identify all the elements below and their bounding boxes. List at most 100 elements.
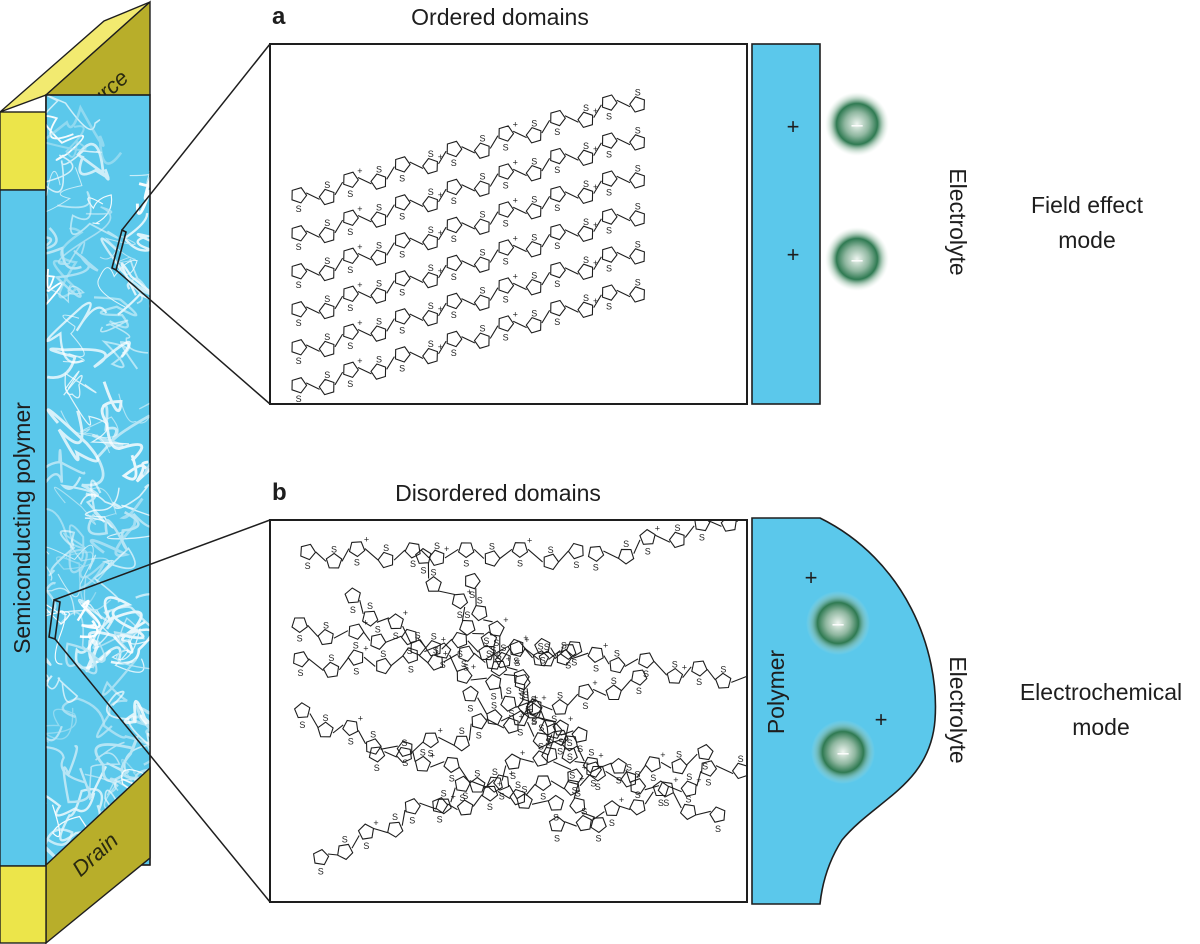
thiophene-ring: [443, 756, 460, 774]
thiophene-ring: [577, 111, 594, 129]
sulfur-atom-label: S: [324, 180, 330, 190]
inter-ring-bond: [341, 548, 350, 562]
inter-ring-bond: [564, 305, 579, 313]
thiophene-ring: [458, 645, 475, 662]
inter-ring-bond: [695, 810, 711, 816]
inter-ring-bond: [357, 367, 372, 375]
sulfur-atom-label: S: [726, 507, 732, 517]
thiophene-ring: [394, 194, 411, 211]
thiophene-ring: [325, 552, 343, 569]
inter-ring-bond: [581, 811, 595, 818]
inter-ring-bond: [541, 158, 551, 172]
thiophene-ring: [465, 572, 481, 590]
polymer-fiber: [76, 599, 101, 639]
inter-ring-bond: [616, 213, 631, 222]
thiophene-ring: [370, 211, 387, 228]
inter-ring-bond: [386, 280, 395, 294]
thiophene-ring: [671, 757, 688, 775]
sulfur-atom-label: S: [503, 218, 509, 228]
sulfur-atom-label: S: [540, 791, 546, 801]
thiophene-ring: [516, 792, 533, 809]
thiophene-ring: [343, 171, 359, 189]
sulfur-atom-label: S: [480, 324, 486, 334]
thiophene-ring: [459, 619, 476, 636]
polymer-fiber: [100, 237, 150, 296]
thiophene-ring: [679, 803, 697, 821]
thiophene-ring: [587, 646, 604, 663]
sulfur-atom-label: S: [567, 752, 573, 762]
thiophene-ring: [731, 762, 747, 780]
thiophene-ring: [435, 798, 452, 815]
thiophene-ring: [318, 188, 335, 206]
thiophene-ring: [462, 685, 479, 702]
inter-ring-bond: [357, 291, 372, 299]
thiophene-ring: [587, 545, 605, 562]
sulfur-atom-label: S: [829, 475, 835, 485]
electrolyte-label-b: Electrolyte: [945, 656, 971, 763]
inter-ring-bond: [512, 168, 527, 177]
sulfur-atom-label: S: [572, 786, 578, 796]
polymer-fiber: [109, 768, 150, 800]
thiophene-ring: [800, 485, 815, 500]
sulfur-atom-label: S: [503, 180, 509, 190]
inter-ring-bond: [548, 650, 561, 660]
thiophene-ring: [473, 256, 490, 273]
sulfur-atom-label: S: [441, 789, 447, 799]
polymer-fiber: [46, 125, 87, 158]
polymer-fiber: [62, 314, 85, 363]
thiophene-ring: [347, 649, 364, 666]
thiophene-ring: [577, 263, 594, 281]
thiophene-ring: [774, 502, 789, 517]
thiophene-ring: [396, 740, 413, 758]
inter-ring-bond: [541, 120, 551, 134]
sulfur-atom-label: S: [544, 642, 550, 652]
sulfur-atom-label: S: [480, 248, 486, 258]
inter-ring-bond: [520, 758, 534, 763]
sulfur-atom-label: S: [804, 502, 810, 512]
sulfur-atom-label: S: [531, 232, 537, 242]
inter-ring-bond: [593, 142, 602, 156]
polaron-charge-label: +: [373, 818, 378, 828]
polaron-charge-label: +: [736, 510, 741, 520]
sulfur-atom-label: S: [462, 791, 468, 801]
thiophene-ring: [532, 650, 550, 667]
inter-ring-bond: [763, 506, 775, 511]
inter-ring-bond: [525, 783, 536, 796]
polaron-charge-label: +: [593, 296, 598, 306]
thiophene-ring: [666, 667, 684, 684]
thiophene-ring: [318, 226, 335, 244]
sulfur-atom-label: S: [451, 196, 457, 206]
thiophene-ring: [609, 656, 626, 674]
inter-ring-bond: [564, 115, 579, 123]
sulfur-atom-label: S: [557, 747, 563, 757]
inter-ring-bond: [506, 666, 518, 671]
sulfur-atom-label: S: [376, 279, 382, 289]
sulfur-atom-label: S: [675, 523, 681, 533]
sulfur-atom-label: S: [531, 694, 537, 704]
polymer-fiber: [46, 408, 100, 463]
inter-ring-bond: [500, 714, 514, 722]
sulfur-atom-label: S: [428, 225, 434, 235]
polymer-fiber: [110, 620, 150, 665]
inter-ring-bond: [499, 548, 513, 559]
thiophene-ring: [709, 806, 726, 823]
polaron-charge-label: +: [357, 356, 362, 366]
sulfur-atom-label: S: [557, 691, 563, 701]
sulfur-atom-label: S: [554, 203, 560, 213]
polymer-fiber: [52, 227, 84, 299]
hole-charge-a1: +: [787, 114, 800, 139]
polymer-fiber: [87, 511, 140, 551]
sulfur-atom-label: S: [451, 310, 457, 320]
sulfur-atom-label: S: [374, 763, 380, 773]
polymer-fiber: [68, 548, 106, 590]
polaron-charge-label: +: [593, 220, 598, 230]
polaron-charge-label: +: [682, 663, 687, 673]
sulfur-atom-label: S: [428, 149, 434, 159]
sulfur-atom-label: S: [705, 777, 711, 787]
thiophene-ring: [668, 531, 685, 549]
sulfur-atom-label: S: [376, 317, 382, 327]
sulfur-atom-label: S: [401, 738, 407, 748]
thiophene-ring: [498, 277, 515, 294]
sulfur-atom-label: S: [531, 308, 537, 318]
thiophene-ring: [435, 642, 452, 659]
